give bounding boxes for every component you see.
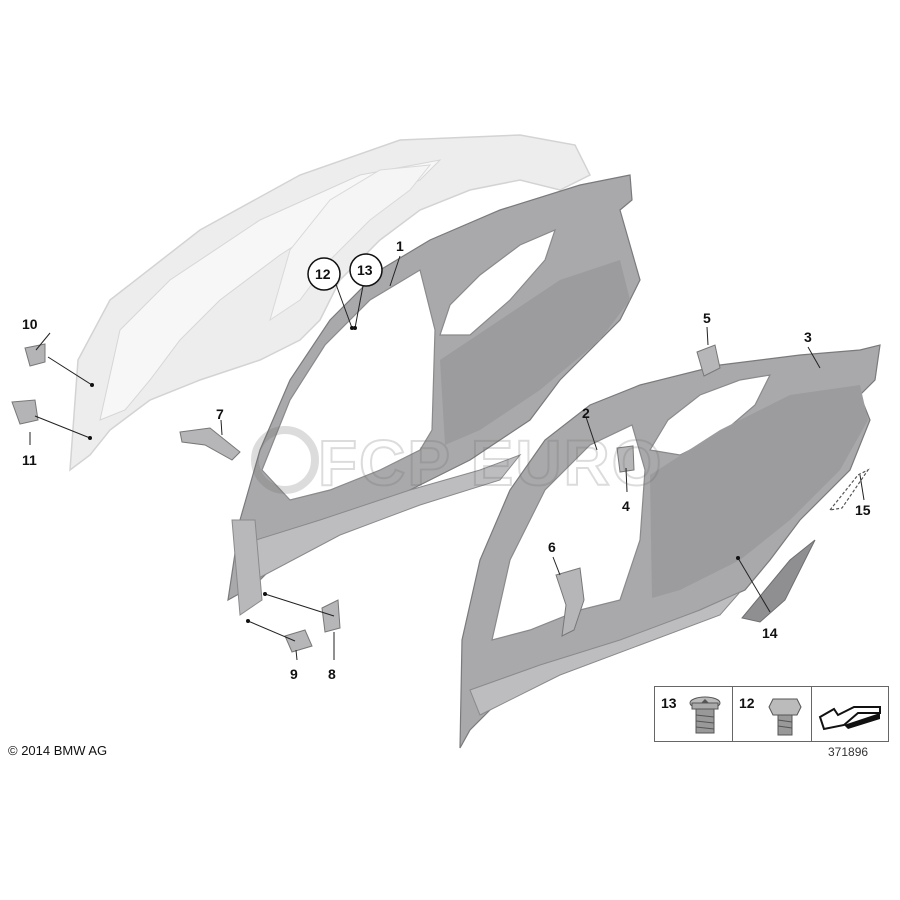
part-8 (321, 599, 341, 633)
screw-icon (689, 696, 721, 734)
callout-15: 15 (855, 502, 871, 518)
callout-9: 9 (290, 666, 298, 682)
leader-lines (29, 255, 865, 661)
part-4 (616, 445, 635, 473)
legend-cell-b: 12 (733, 687, 812, 741)
part-7 (179, 427, 241, 461)
callout-12: 12 (315, 266, 331, 282)
part-14 (741, 539, 816, 623)
callout-13: 13 (357, 262, 373, 278)
small-parts (11, 343, 870, 653)
diagram-id: 371896 (828, 745, 869, 759)
callout-5: 5 (703, 310, 711, 326)
leader-dots (88, 326, 740, 623)
panel-symbol-icon (818, 706, 881, 731)
callout-2: 2 (582, 405, 590, 421)
callout-4: 4 (622, 498, 630, 514)
legend-cell-a: 13 (655, 687, 733, 741)
callout-12-ring (307, 257, 341, 291)
callout-6: 6 (548, 539, 556, 555)
callout-14: 14 (762, 625, 778, 641)
bracket-11 (11, 399, 39, 425)
callout-1: 1 (396, 238, 404, 254)
legend-cell-c (812, 687, 888, 741)
part-15 (828, 468, 870, 511)
copyright-text: © 2014 BMW AG (8, 743, 108, 758)
fcp-euro-watermark: FCP EURO (251, 426, 664, 500)
bolt-icon (768, 698, 802, 736)
side-frame-panel-1 (227, 174, 641, 616)
callout-10: 10 (22, 316, 38, 332)
callout-7: 7 (216, 406, 224, 422)
part-6 (555, 567, 585, 637)
legend-number-b: 12 (739, 695, 755, 711)
watermark-text: FCP EURO (318, 427, 664, 499)
callout-13-ring (349, 253, 383, 287)
part-5 (696, 344, 721, 377)
callout-11: 11 (22, 452, 37, 468)
callout-labels: 1 2 3 4 5 6 7 8 9 10 11 12 13 14 15 (22, 238, 871, 682)
part-9 (284, 629, 313, 653)
callout-3: 3 (804, 329, 812, 345)
legend-box: 13 12 (654, 686, 889, 742)
legend-number-a: 13 (661, 695, 677, 711)
bracket-10 (24, 343, 46, 367)
callout-8: 8 (328, 666, 336, 682)
side-frame-panel-2-3 (459, 344, 881, 749)
